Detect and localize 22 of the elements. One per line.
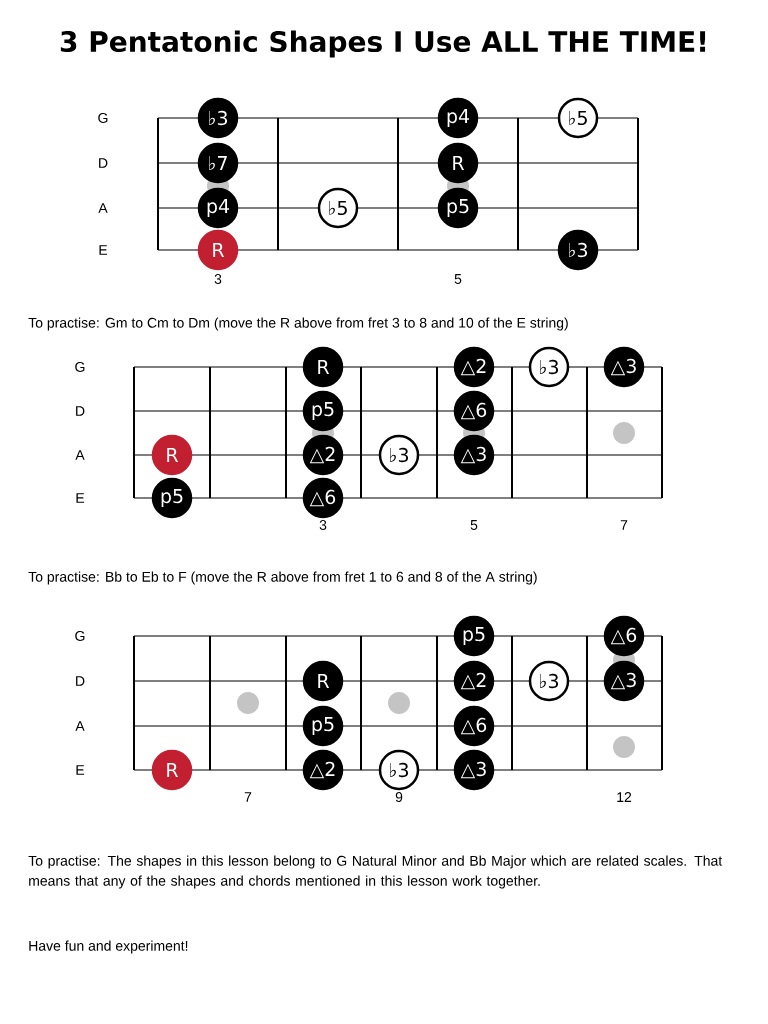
string-name: G [75,362,85,372]
string-name: G [75,631,85,641]
fret-number: 12 [617,792,632,802]
instruction-text: To practise: Gm to Cm to Dm (move the R above from fret 3 to 8 and 10 of the E string) [28,317,568,331]
string-name: D [76,676,85,686]
string-name: E [99,245,108,255]
instruction-text: To practise: The shapes in this lesson belong to G Natural Minor and Bb Major which are related scales. That means that any of the shapes and chords mentioned in this lesson work together. [28,855,723,889]
string-name: E [76,493,85,503]
string-name: D [76,406,85,416]
string-name: A [98,203,108,213]
instruction-text: To practise: Bb to Eb to F (move the R above from fret 1 to 6 and 8 of the A string) [28,571,537,585]
fret-number: 5 [454,274,462,284]
instruction-text: Have fun and experiment! [29,940,188,954]
string-name: A [75,450,85,460]
string-name: A [75,721,85,731]
title: 3 Pentatonic Shapes I Use ALL THE TIME! [60,30,706,58]
string-name: D [99,158,108,168]
string-name: G [98,113,108,123]
fret-number: 5 [470,520,478,530]
fret-number: 7 [620,520,628,530]
string-name: E [76,765,85,775]
fret-number: 7 [244,792,252,802]
